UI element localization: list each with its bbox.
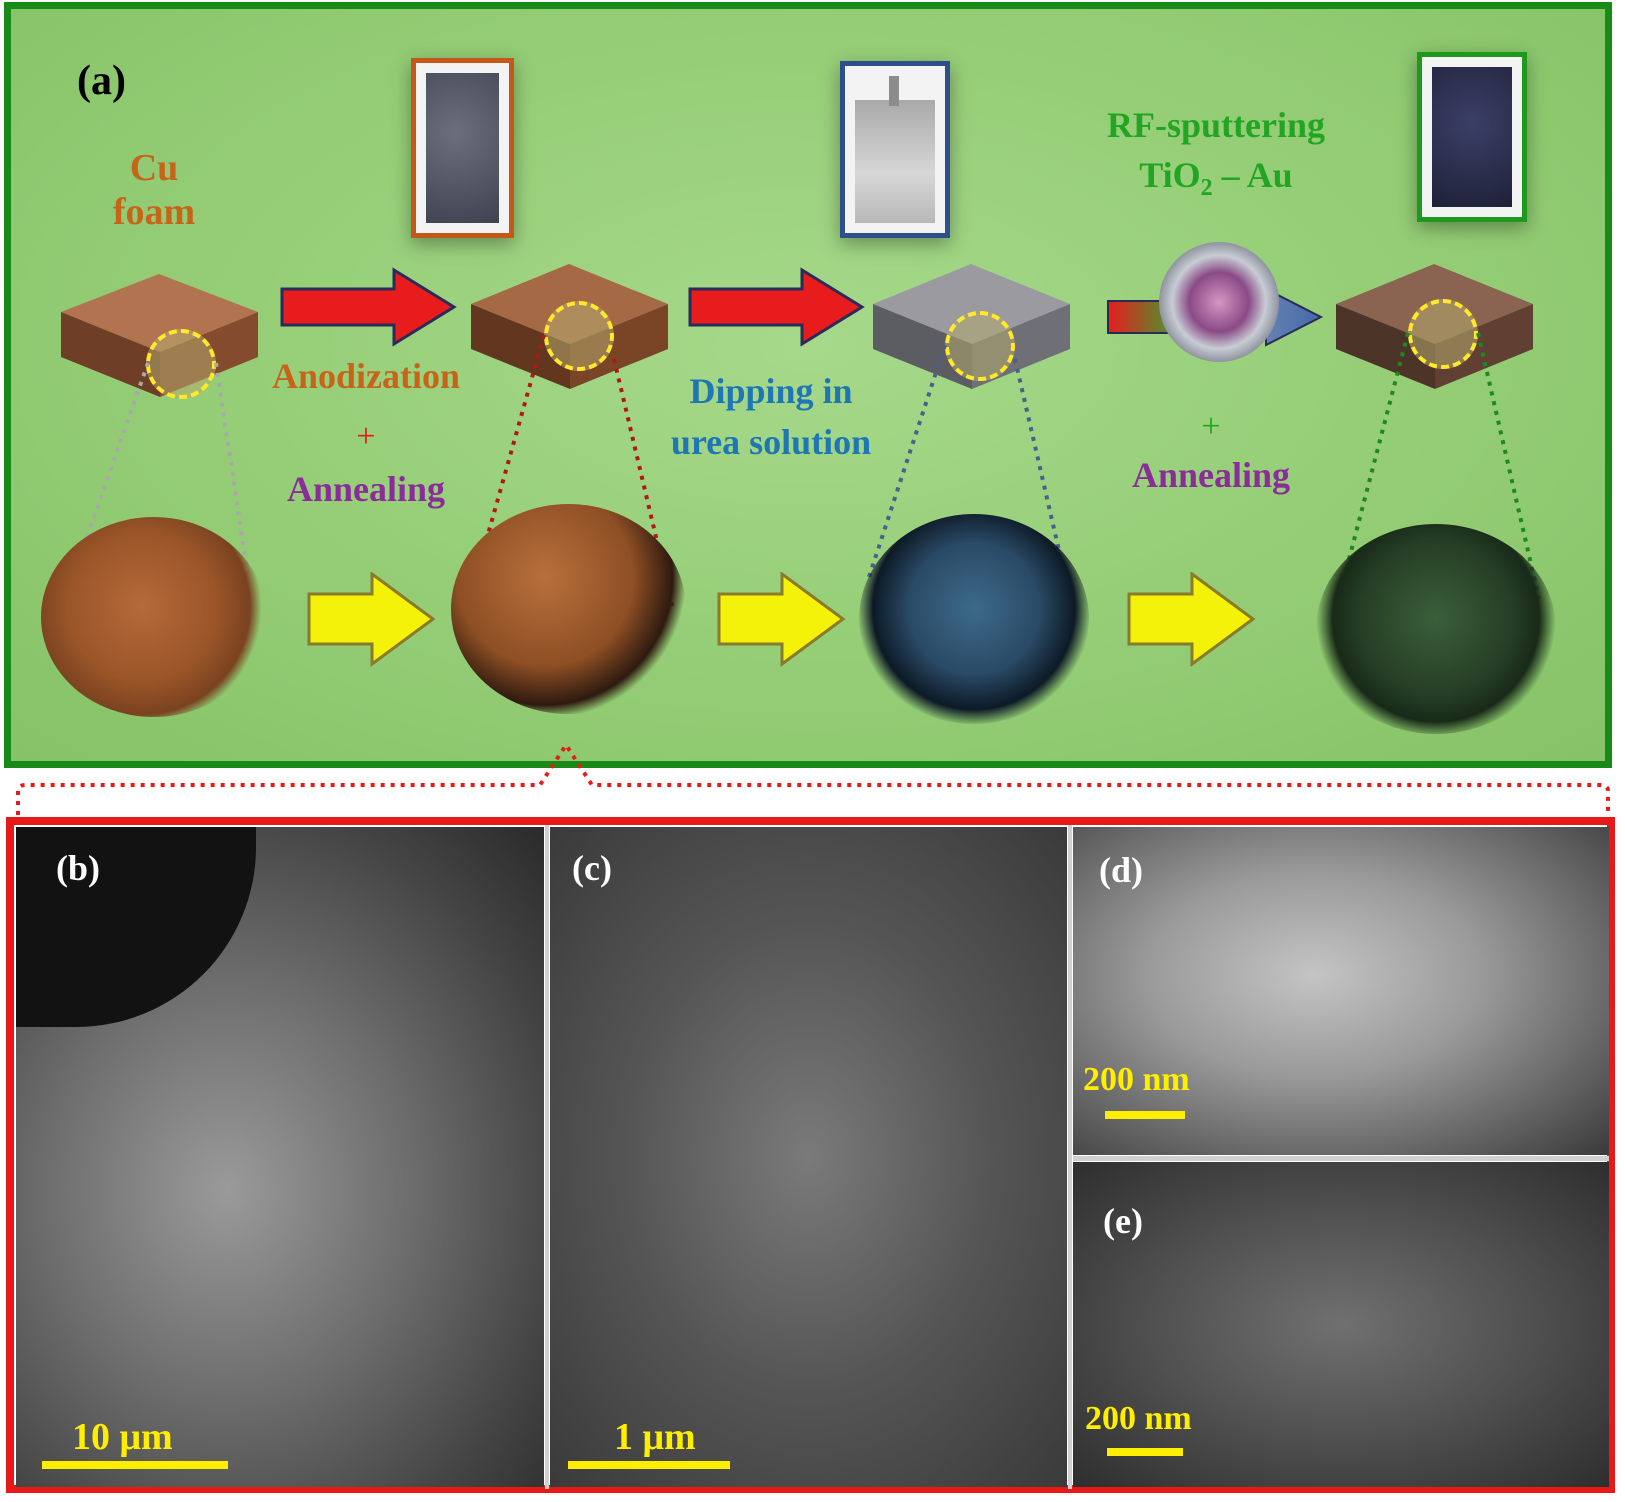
annealing-label: Annealing (1131, 455, 1291, 495)
photo-anodized (411, 58, 514, 238)
sem-cu-circle (41, 517, 266, 717)
sem-dipped-circle (859, 514, 1089, 724)
sem-panels: (b) 10 μm (c) 1 μm (d) 200 nm (e) 200 nm (6, 817, 1615, 1493)
zoom-circle (544, 301, 614, 371)
urea-label: urea solution (670, 422, 872, 462)
dipping-label: Dipping in (689, 371, 853, 411)
yellow-arrow (1127, 572, 1256, 667)
yellow-arrow (717, 572, 846, 667)
sem-panel-d: (d) 200 nm (1073, 827, 1609, 1155)
plus-sign: + (356, 418, 376, 455)
scale-label: 200 nm (1083, 1061, 1190, 1098)
scale-label: 10 μm (72, 1416, 173, 1458)
sputter-chamber-icon (1159, 242, 1279, 362)
zoom-circle (146, 329, 216, 399)
photo-sputtered (1417, 52, 1527, 222)
panel-a-label: (a) (77, 58, 126, 104)
scale-bar (42, 1461, 228, 1469)
sem-sputtered-circle (1316, 524, 1556, 734)
panel-c-label: (c) (572, 848, 612, 888)
yellow-arrow (307, 572, 436, 667)
arrow-step2 (688, 267, 865, 347)
rf-sputtering-label: RF-sputtering (1107, 105, 1325, 145)
tio2-au-label: TiO2 – Au (1116, 155, 1316, 203)
panel-b-label: (b) (56, 848, 100, 888)
scale-bar (568, 1461, 730, 1469)
panel-divider (1073, 1156, 1609, 1161)
scale-label: 1 μm (614, 1416, 696, 1458)
photo-dipped (840, 61, 950, 238)
scale-label: 200 nm (1085, 1400, 1192, 1437)
subscript-2: 2 (1200, 175, 1213, 202)
tio2-text: TiO (1139, 155, 1201, 195)
sem-panel-e: (e) 200 nm (1073, 1162, 1609, 1487)
annealing-label: Annealing (286, 469, 446, 509)
anodization-label: Anodization (271, 356, 461, 396)
sem-panel-b: (b) 10 μm (16, 827, 544, 1487)
scale-bar (1105, 1111, 1185, 1119)
panel-e-label: (e) (1103, 1201, 1143, 1241)
scale-bar (1107, 1448, 1183, 1456)
panel-a: (a) Cu foam (4, 2, 1612, 768)
sem-anodized-circle (451, 504, 686, 714)
cu-foam-label: Cu foam (112, 147, 196, 233)
au-text: – Au (1212, 155, 1293, 195)
sem-panel-c: (c) 1 μm (550, 827, 1067, 1487)
panel-d-label: (d) (1099, 850, 1143, 890)
arrow-step1 (280, 267, 457, 347)
panel-divider (545, 825, 549, 1489)
zoom-bracket (16, 741, 1610, 815)
plus-sign: + (1201, 408, 1221, 445)
panel-divider (1068, 825, 1072, 1489)
zoom-circle (945, 311, 1015, 381)
zoom-circle (1408, 299, 1478, 369)
